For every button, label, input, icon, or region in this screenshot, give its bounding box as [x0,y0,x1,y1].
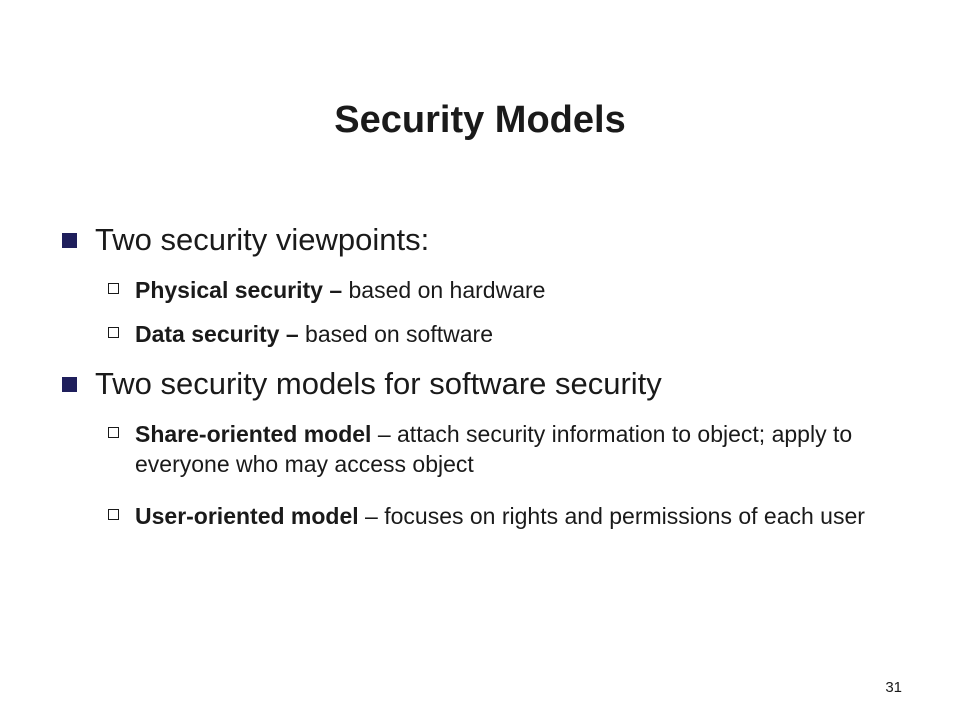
bullet-item: Two security viewpoints: [62,222,429,258]
sub-bullet-description: – attach security information to object;… [135,421,853,477]
sub-bullet-item: Data security – based on software [108,319,875,349]
sub-bullet-item: Share-oriented model – attach security i… [108,419,875,479]
bullet-text: Two security viewpoints: [95,222,430,257]
sub-bullet-description: based on software [298,321,493,347]
hollow-square-bullet-icon [108,427,119,438]
sub-bullet-description: based on hardware [342,277,546,303]
sub-bullet-text: Physical security – based on hardware [135,275,875,305]
sub-bullet-item: User-oriented model – focuses on rights … [108,501,875,531]
sub-bullet-text: Data security – based on software [135,319,875,349]
page-number: 31 [885,679,902,696]
hollow-square-bullet-icon [108,509,119,520]
sub-bullet-term: Data security – [135,321,299,347]
sub-bullet-term: Share-oriented model [135,421,372,447]
sub-bullet-description: – focuses on rights and permissions of e… [358,503,865,529]
hollow-square-bullet-icon [108,283,119,294]
square-bullet-icon [62,377,77,392]
slide-title: Security Models [334,99,626,141]
sub-bullet-item: Physical security – based on hardware [108,275,875,305]
sub-bullet-text: User-oriented model – focuses on rights … [135,501,875,531]
sub-bullet-term: User-oriented model [135,503,359,529]
hollow-square-bullet-icon [108,327,119,338]
sub-bullet-term: Physical security – [135,277,343,303]
square-bullet-icon [62,233,77,248]
bullet-item: Two security models for software securit… [62,366,662,402]
sub-bullet-text: Share-oriented model – attach security i… [135,419,875,479]
bullet-text: Two security models for software securit… [95,366,662,401]
